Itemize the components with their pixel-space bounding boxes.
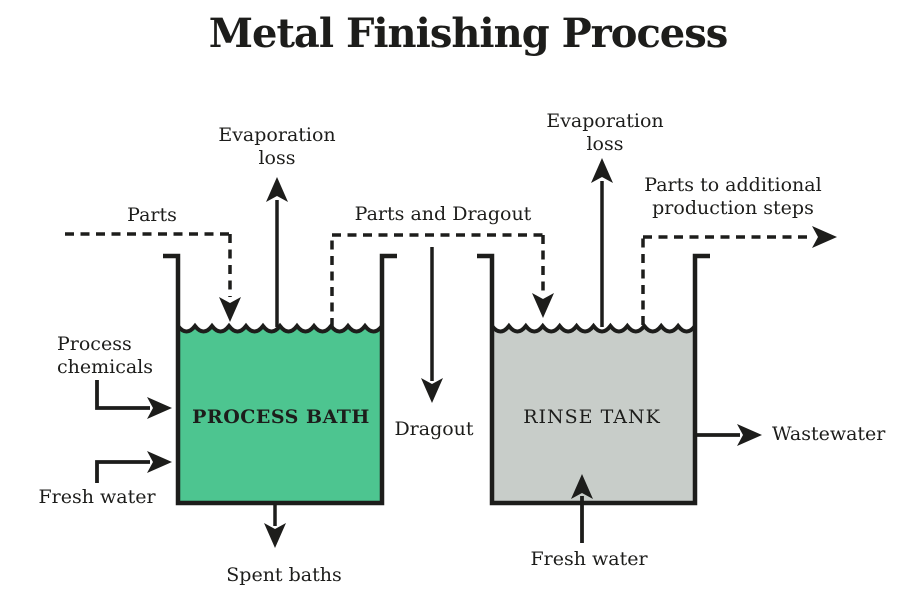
rinse-tank-walls	[477, 253, 710, 506]
fresh-water-left-arrow	[95, 451, 172, 483]
process-chemicals-arrow	[95, 380, 172, 419]
wastewater-label: Wastewater	[772, 423, 886, 445]
process-bath-wave-line	[176, 322, 384, 334]
parts-and-dragout-arrow	[330, 233, 545, 327]
dragout-label: Dragout	[394, 418, 474, 440]
spent-baths-label: Spent baths	[226, 564, 342, 586]
parts-out-arrow	[641, 235, 813, 325]
parts-and-dragout-arrowhead	[532, 293, 554, 318]
process-chemicals-label: Process chemicals	[57, 333, 154, 378]
parts-out-arrowhead	[812, 226, 837, 248]
rinse-tank-water	[492, 326, 696, 502]
parts-in-label: Parts	[127, 204, 177, 226]
wastewater-arrow	[695, 424, 762, 446]
dragout-arrow	[421, 247, 443, 403]
evaporation-left-arrow	[266, 177, 288, 327]
rinse-tank-label: RINSE TANK	[523, 406, 661, 428]
parts-and-dragout-label: Parts and Dragout	[354, 203, 532, 225]
evaporation-right-label: Evaporation loss	[546, 110, 664, 155]
process-bath-label: PROCESS BATH	[192, 406, 370, 428]
diagram-title: Metal Finishing Process	[208, 10, 729, 57]
rinse-tank-wave-line	[490, 322, 697, 334]
evaporation-right-arrow	[591, 158, 613, 327]
fresh-water-left-label: Fresh water	[38, 486, 156, 508]
fresh-water-right-label: Fresh water	[530, 548, 648, 570]
parts-in-arrow	[65, 232, 232, 297]
parts-in-arrowhead	[219, 297, 241, 322]
process-bath-water	[178, 326, 382, 502]
evaporation-left-label: Evaporation loss	[218, 124, 336, 169]
process-bath-walls	[163, 253, 397, 506]
parts-out-label: Parts to additional production steps	[644, 174, 822, 219]
fresh-water-right-arrow	[571, 474, 593, 543]
spent-baths-arrow	[264, 503, 286, 548]
